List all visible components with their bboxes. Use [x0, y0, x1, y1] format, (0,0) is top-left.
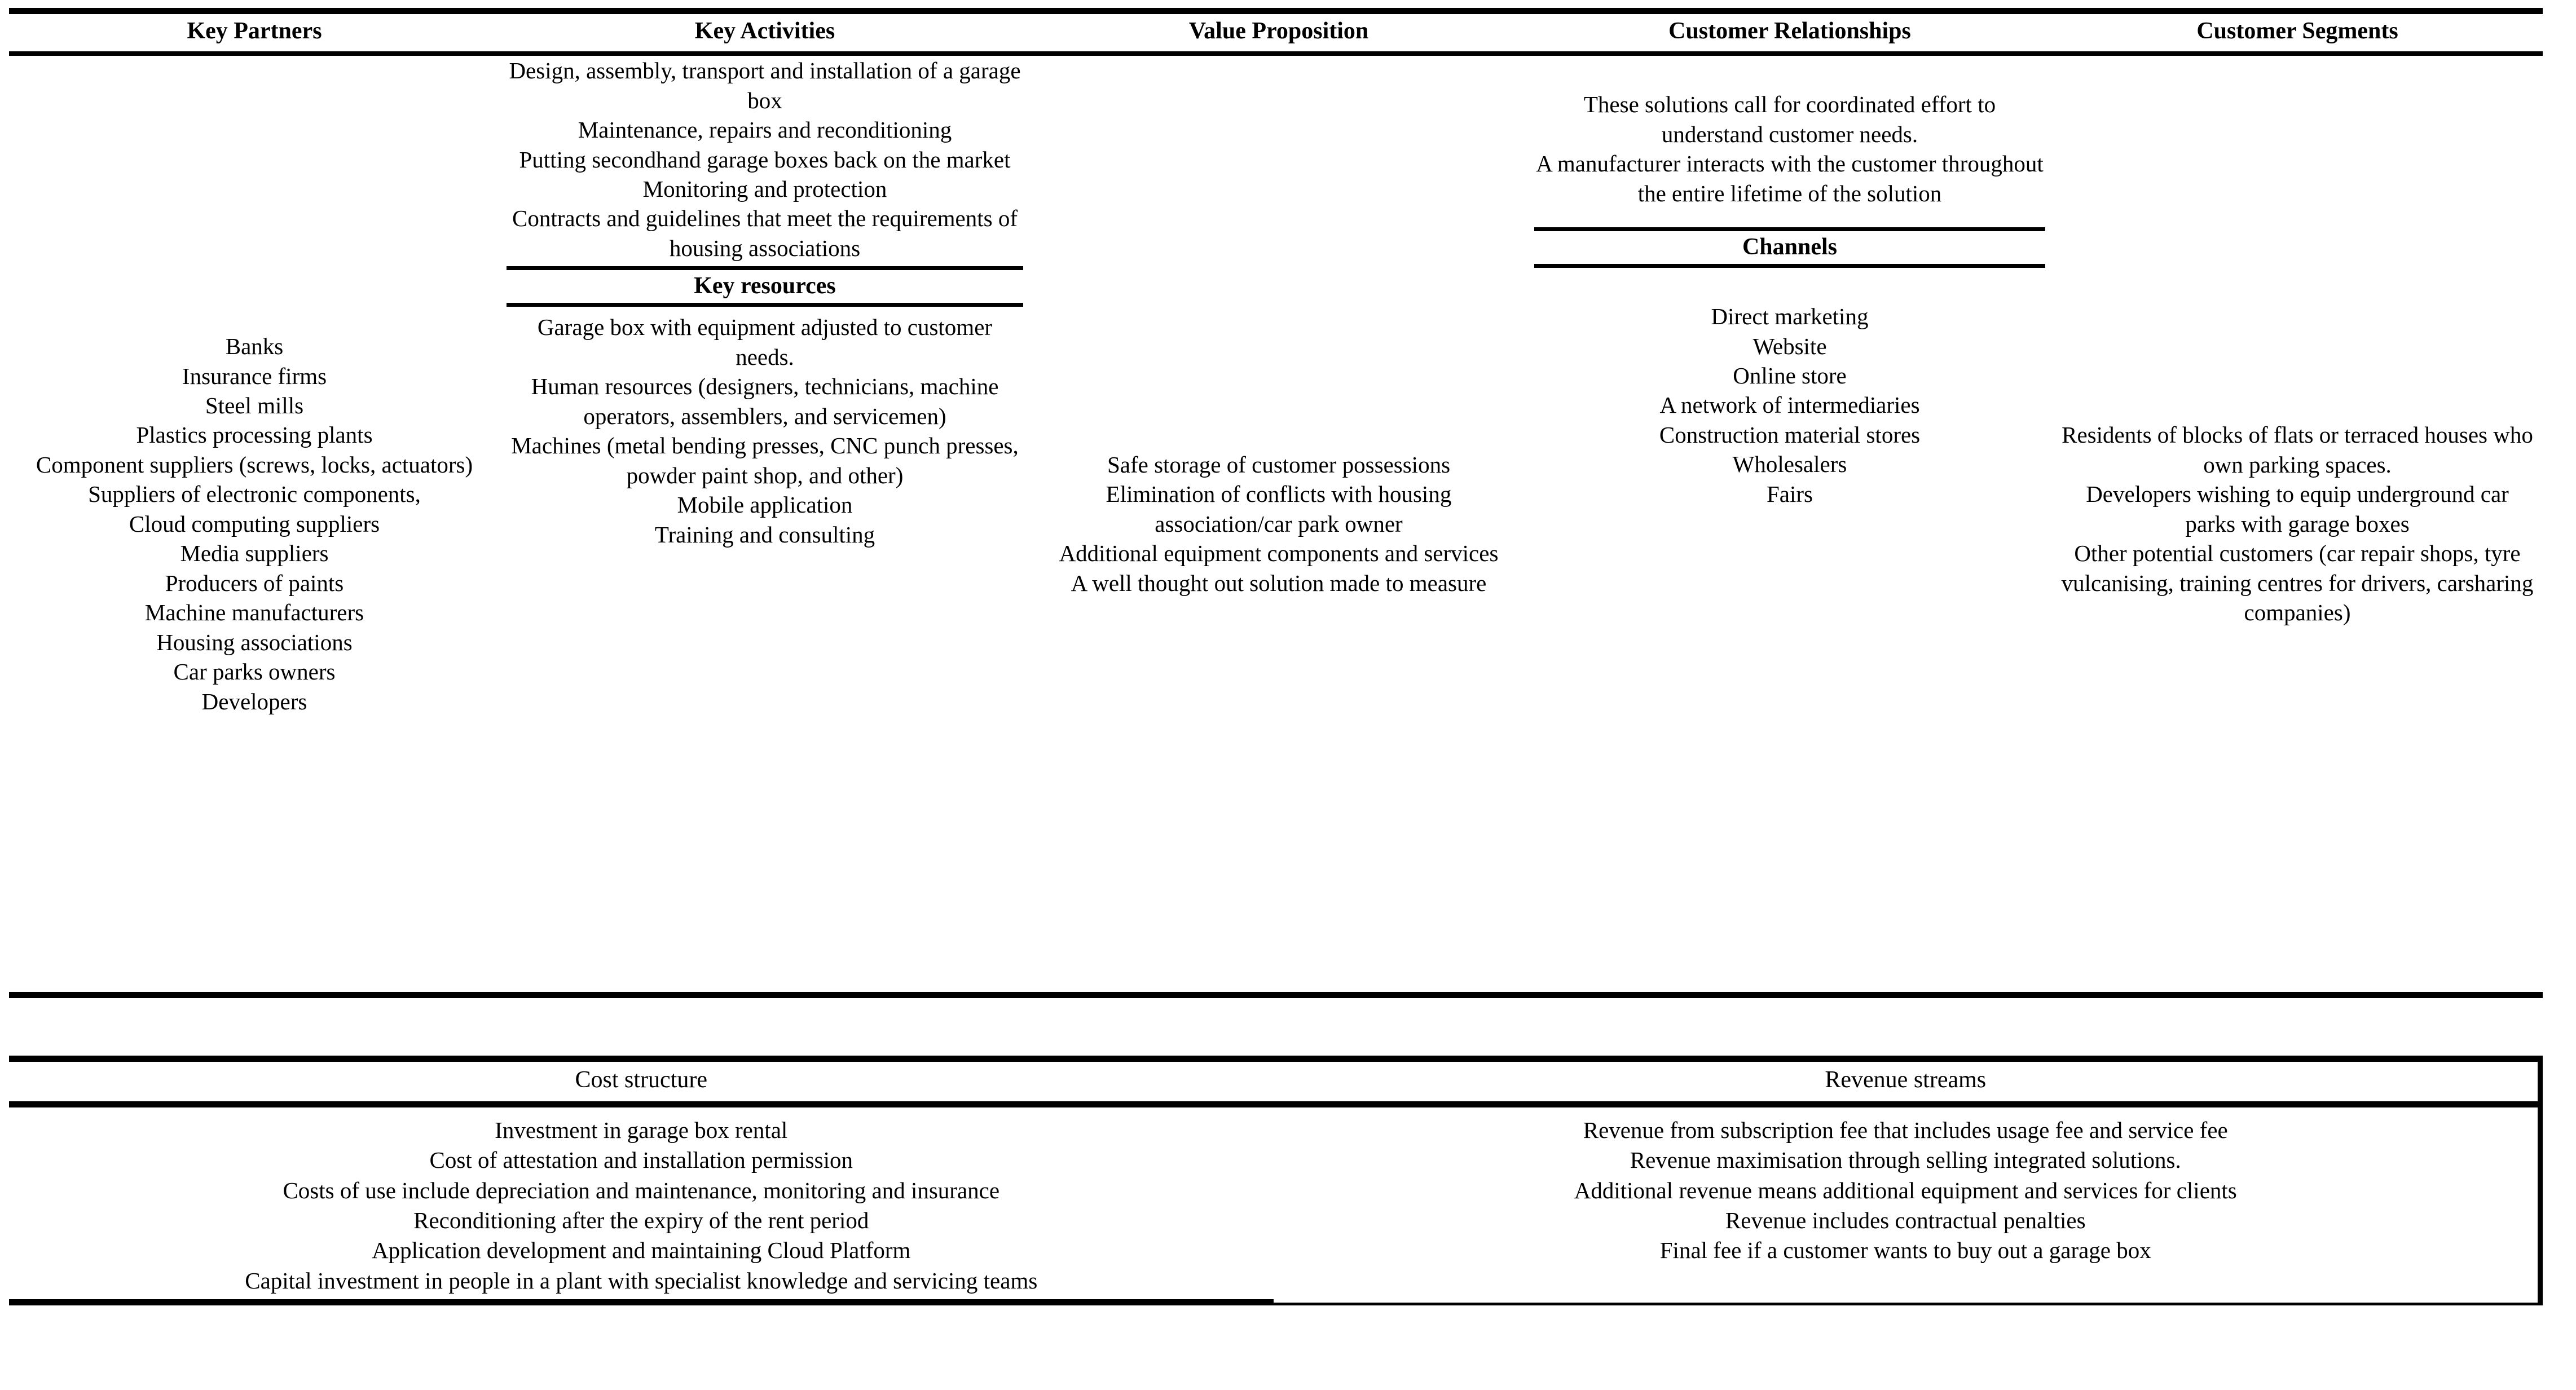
subsection-channels: Channels: [1534, 227, 2045, 268]
list-item: Suppliers of electronic components,: [88, 481, 421, 508]
top-table-header-row: Key Partners Key Activities Value Propos…: [9, 14, 2543, 51]
list-item: Machine manufacturers: [144, 599, 364, 626]
list-item: Investment in garage box rental: [495, 1117, 788, 1144]
cell-value-proposition: Safe storage of customer possessions Eli…: [1030, 56, 1527, 992]
list-item: Banks: [225, 333, 284, 360]
list-item: Component suppliers (screws, locks, actu…: [36, 451, 473, 478]
list-item: Media suppliers: [180, 540, 329, 567]
bottom-table-header-row: Cost structure Revenue streams: [9, 1062, 2538, 1101]
list-item: Costs of use include depreciation and ma…: [283, 1177, 1000, 1203]
bottom-table-body-row: Investment in garage box rental Cost of …: [9, 1107, 2538, 1299]
header-revenue-streams: Revenue streams: [1825, 1067, 1987, 1093]
list-item: Revenue maximisation through selling int…: [1630, 1147, 2181, 1173]
list-item: Additional revenue means additional equi…: [1574, 1177, 2237, 1203]
subsection-title-channels: Channels: [1742, 233, 1838, 260]
cell-key-activities: Design, assembly, transport and installa…: [500, 56, 1030, 992]
header-cost-structure: Cost structure: [575, 1067, 707, 1093]
list-item: Reconditioning after the expiry of the r…: [413, 1207, 869, 1233]
bottom-rule-left-heavy: [9, 1299, 1274, 1305]
bottom-rule-right-thin: [1273, 1302, 2538, 1305]
list-item: Steel mills: [205, 392, 304, 418]
list-item: Revenue from subscription fee that inclu…: [1583, 1117, 2228, 1144]
list-item: Residents of blocks of flats or terraced…: [2062, 422, 2533, 478]
top-table: Key Partners Key Activities Value Propos…: [9, 8, 2543, 999]
bottom-table-top-rule: [9, 1056, 2538, 1062]
list-item: Final fee if a customer wants to buy out…: [1659, 1237, 2151, 1264]
subsection-key-resources: Key resources: [507, 266, 1023, 307]
bottom-table: Cost structure Revenue streams Investmen…: [9, 1056, 2543, 1305]
list-item: Safe storage of customer possessions: [1107, 451, 1451, 478]
list-item: Construction material stores: [1659, 421, 1921, 448]
top-table-top-rule: [9, 8, 2543, 14]
list-item: Insurance firms: [182, 363, 327, 389]
list-item: Developers: [201, 688, 307, 714]
list-item: Mobile application: [677, 492, 853, 518]
channels-top-rule: [1534, 227, 2045, 231]
list-item: A well thought out solution made to meas…: [1071, 570, 1487, 596]
header-customer-relationships: Customer Relationships: [1668, 18, 1911, 44]
header-key-partners: Key Partners: [187, 18, 322, 44]
list-item: A manufacturer interacts with the custom…: [1536, 151, 2044, 206]
header-key-activities: Key Activities: [694, 18, 835, 44]
list-item: Training and consulting: [654, 521, 875, 548]
key-resources-bottom-rule: [507, 303, 1023, 307]
list-item: Housing associations: [156, 629, 353, 655]
list-item: Developers wishing to equip underground …: [2086, 481, 2509, 537]
list-item: Website: [1752, 333, 1827, 359]
cell-customer-relationships: These solutions call for coordinated eff…: [1527, 56, 2052, 992]
list-item: Contracts and guidelines that meet the r…: [512, 205, 1018, 261]
list-item: Fairs: [1767, 480, 1813, 507]
list-item: Machines (metal bending presses, CNC pun…: [511, 433, 1019, 488]
list-item: Other potential customers (car repair sh…: [2061, 540, 2534, 626]
list-item: Putting secondhand garage boxes back on …: [519, 146, 1011, 173]
bottom-table-bottom-rule: [9, 1299, 2538, 1305]
top-table-header-rule: [9, 51, 2543, 56]
header-customer-segments: Customer Segments: [2196, 18, 2398, 44]
top-table-body-row: Banks Insurance firms Steel mills Plasti…: [9, 56, 2543, 992]
list-item: Revenue includes contractual penalties: [1725, 1207, 2086, 1233]
list-item: Elimination of conflicts with housing as…: [1106, 481, 1452, 537]
list-item: These solutions call for coordinated eff…: [1583, 91, 1996, 147]
list-item: Wholesalers: [1732, 451, 1847, 478]
cell-key-partners: Banks Insurance firms Steel mills Plasti…: [9, 56, 500, 992]
cell-customer-segments: Residents of blocks of flats or terraced…: [2052, 56, 2543, 992]
bottom-table-header-rule: [9, 1101, 2538, 1108]
header-value-proposition: Value Proposition: [1188, 18, 1369, 44]
list-item: Maintenance, repairs and reconditioning: [578, 117, 952, 143]
list-item: Producers of paints: [165, 570, 344, 596]
list-item: Online store: [1733, 363, 1847, 389]
top-table-bottom-rule: [9, 992, 2543, 999]
channels-bottom-rule: [1534, 264, 2045, 268]
list-item: Application development and maintaining …: [372, 1237, 911, 1264]
list-item: Car parks owners: [173, 659, 336, 685]
list-item: Monitoring and protection: [642, 175, 887, 202]
list-item: Plastics processing plants: [136, 422, 373, 448]
subsection-title-key-resources: Key resources: [694, 273, 836, 299]
list-item: Garage box with equipment adjusted to cu…: [537, 314, 993, 370]
list-item: Cloud computing suppliers: [129, 510, 380, 537]
list-item: Design, assembly, transport and installa…: [509, 58, 1021, 113]
cell-revenue-streams: Revenue from subscription fee that inclu…: [1274, 1107, 2538, 1299]
cell-cost-structure: Investment in garage box rental Cost of …: [9, 1107, 1274, 1299]
list-item: Capital investment in people in a plant …: [245, 1267, 1038, 1294]
list-item: Human resources (designers, technicians,…: [531, 373, 999, 429]
list-item: A network of intermediaries: [1659, 392, 1920, 418]
list-item: Direct marketing: [1711, 303, 1869, 330]
list-item: Cost of attestation and installation per…: [429, 1147, 853, 1173]
list-item: Additional equipment components and serv…: [1059, 540, 1499, 567]
key-resources-top-rule: [507, 266, 1023, 271]
